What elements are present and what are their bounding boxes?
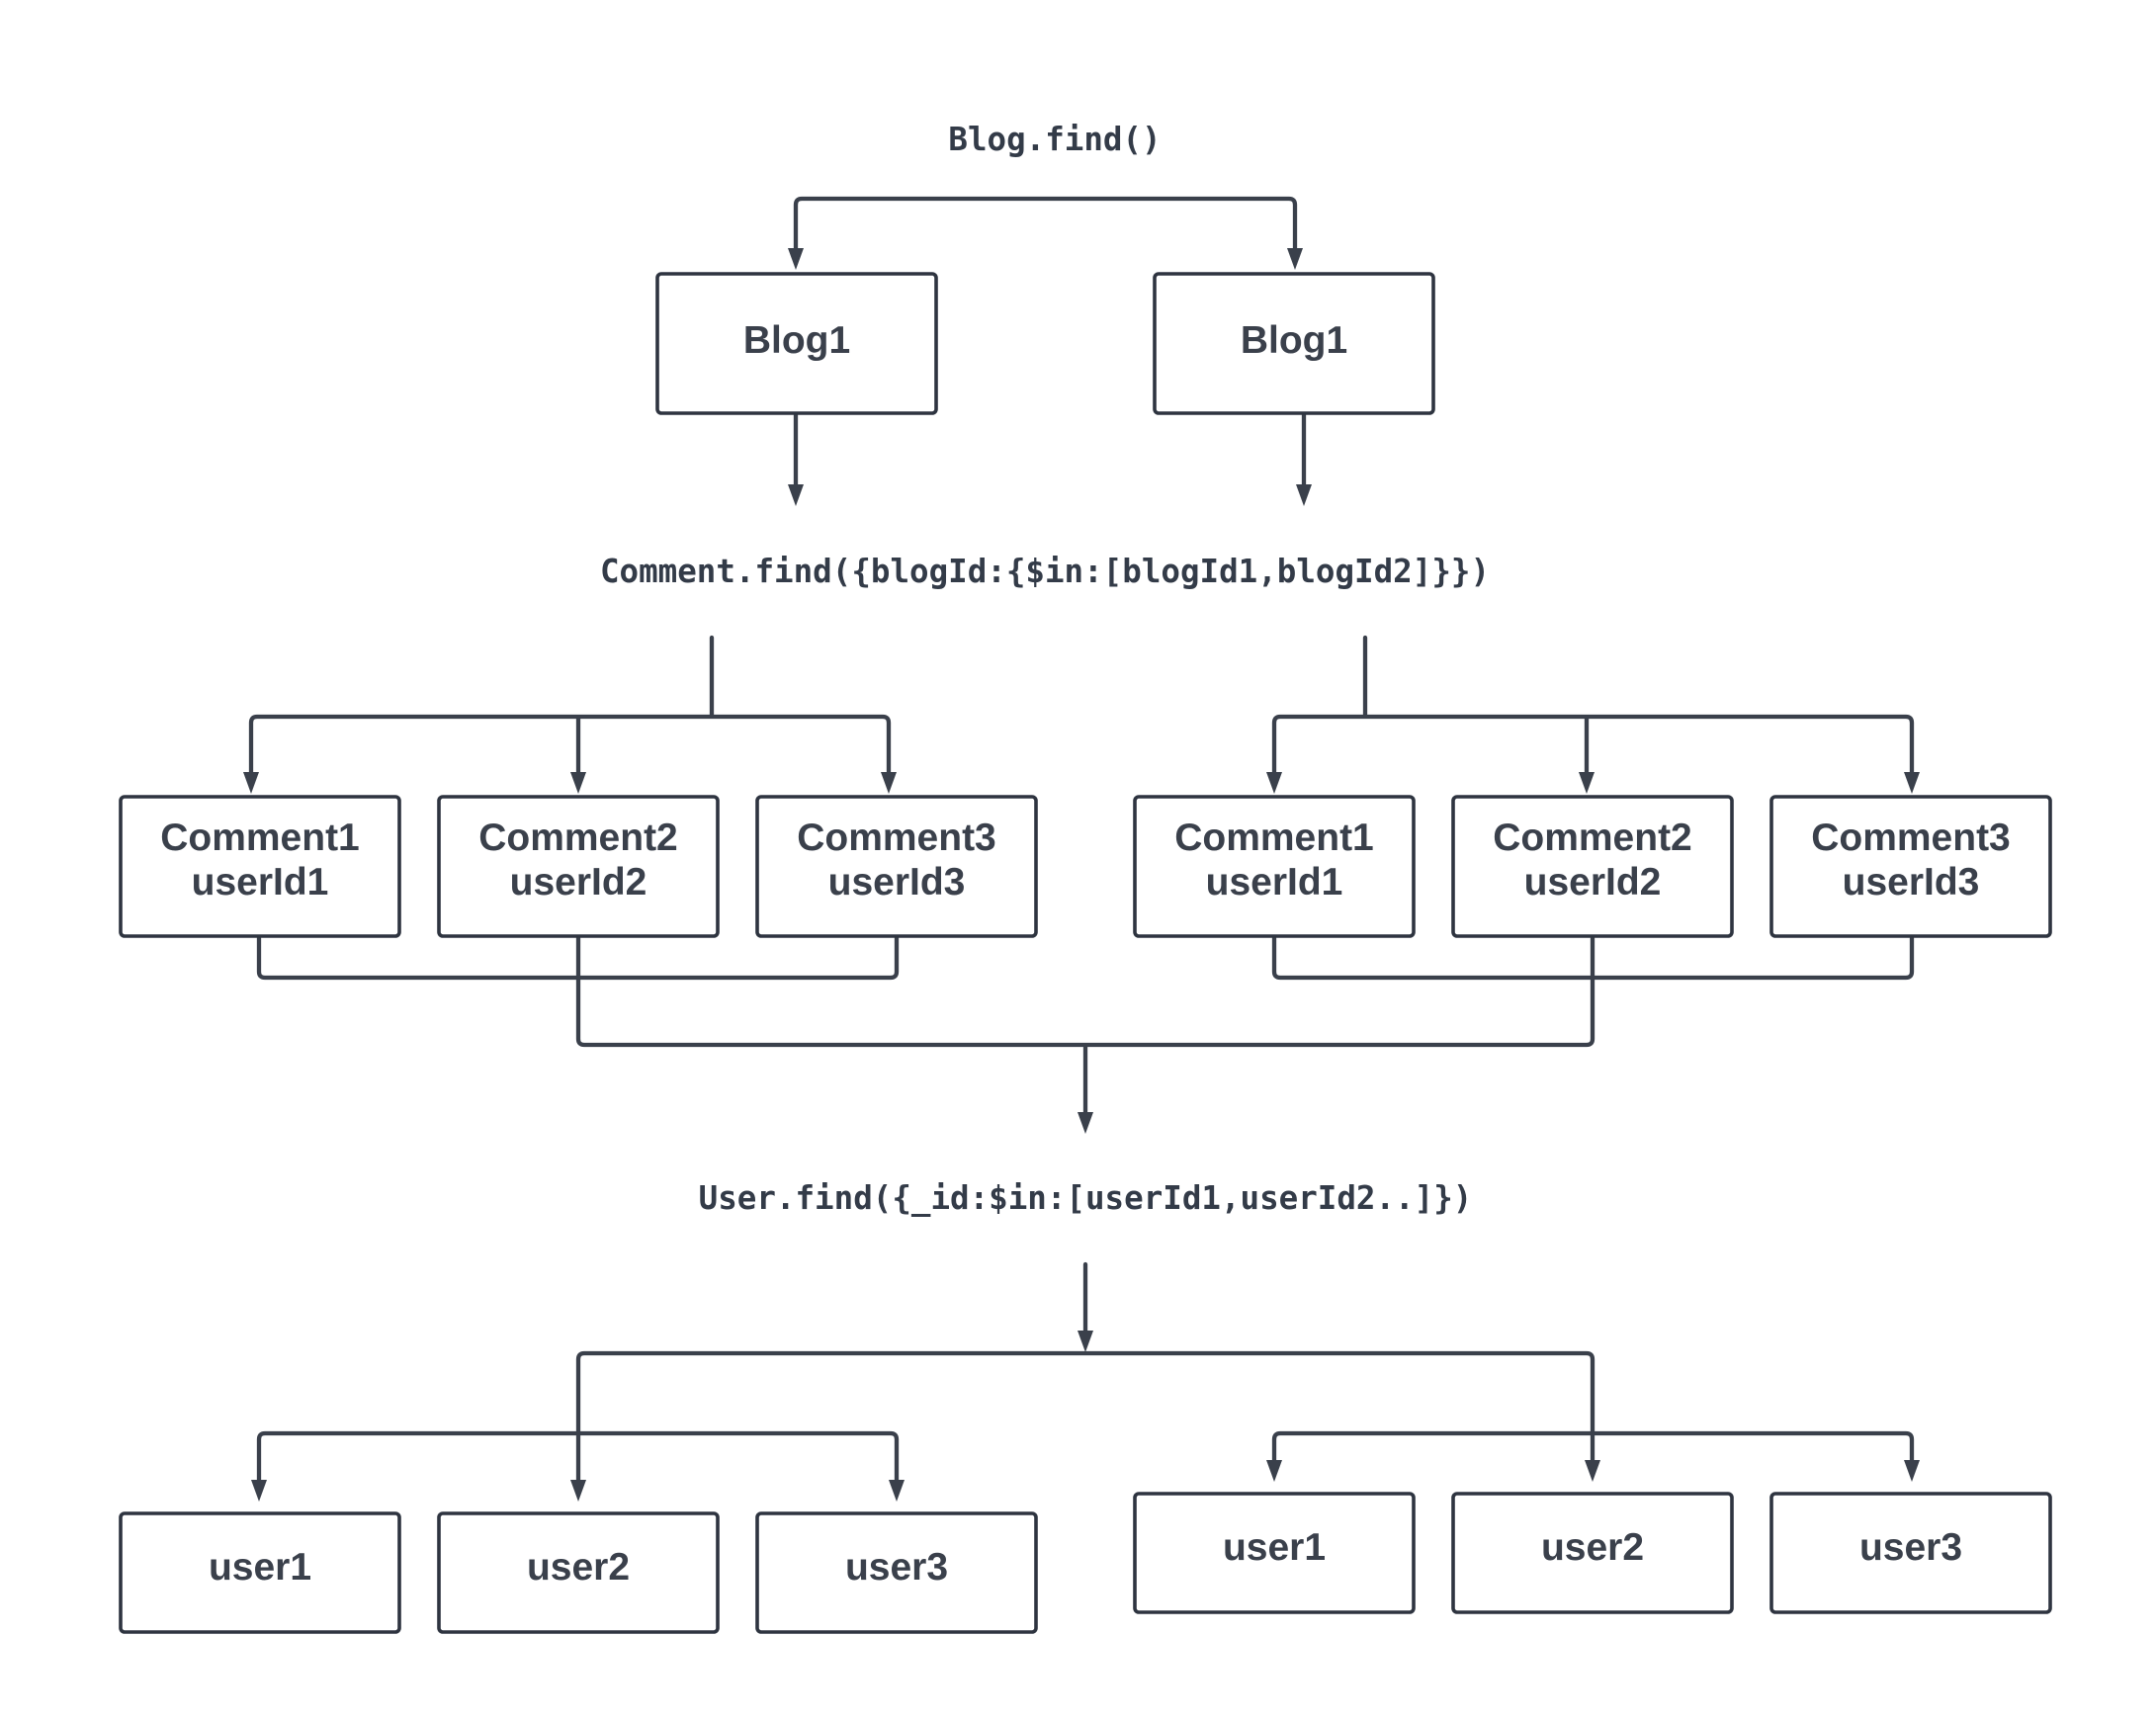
- comment-node-title: Comment1: [1174, 817, 1374, 859]
- user-node-label: user2: [527, 1546, 630, 1589]
- arrow-to-user-1: [251, 1480, 267, 1502]
- connector-users-left-split: [256, 1430, 900, 1491]
- user-node: user3: [1769, 1492, 2052, 1614]
- user-node: user2: [437, 1511, 720, 1634]
- comment-node: Comment1 userId1: [119, 795, 401, 938]
- arrow-to-blog-1: [788, 248, 804, 270]
- user-node-label: user3: [845, 1546, 948, 1589]
- arrow-to-comment-3: [881, 772, 897, 794]
- user-node-label: user2: [1541, 1526, 1644, 1569]
- arrowheads: [243, 248, 1920, 1502]
- comment-node-userid: userId3: [828, 861, 966, 904]
- comment-node: Comment2 userId2: [437, 795, 720, 938]
- arrow-to-userfind: [1078, 1112, 1093, 1134]
- comment-node-title: Comment3: [797, 817, 996, 859]
- blog-node-label: Blog1: [743, 319, 850, 362]
- user-node: user2: [1451, 1492, 1734, 1614]
- comment-node: Comment1 userId1: [1133, 795, 1416, 938]
- comment-node-userid: userId1: [1206, 861, 1343, 904]
- connector-commentfind-left-split: [248, 635, 892, 785]
- arrow-to-comment-1: [243, 772, 259, 794]
- comment-node-userid: userId2: [1524, 861, 1662, 904]
- comment-node: Comment3 userId3: [755, 795, 1038, 938]
- arrow-blog2-down: [1296, 484, 1312, 506]
- arrow-to-comment-5: [1579, 772, 1595, 794]
- comment-node: Comment2 userId2: [1451, 795, 1734, 938]
- blog-find-query: Blog.find(): [948, 121, 1161, 158]
- connector-userfind-split: [575, 1261, 1595, 1491]
- blog-node: Blog1: [655, 272, 938, 415]
- arrow-to-comment-2: [570, 772, 586, 794]
- arrow-userfind-split: [1078, 1331, 1093, 1352]
- comment-node-title: Comment2: [1493, 817, 1692, 859]
- user-node: user3: [755, 1511, 1038, 1634]
- arrow-blog1-down: [788, 484, 804, 506]
- connector-comments-to-userfind: [575, 935, 1595, 1125]
- user-node-label: user1: [1223, 1526, 1326, 1569]
- user-node-label: user1: [209, 1546, 311, 1589]
- user-find-query: User.find({_id:$in:[userId1,userId2..]}): [699, 1179, 1473, 1217]
- comment-node-userid: userId1: [192, 861, 329, 904]
- comment-node-title: Comment3: [1811, 817, 2011, 859]
- blog-node: Blog1: [1153, 272, 1435, 415]
- comment-find-query: Comment.find({blogId:{$in:[blogId1,blogI…: [600, 553, 1490, 590]
- comment-node-userid: userId2: [510, 861, 647, 904]
- arrow-to-comment-4: [1266, 772, 1282, 794]
- arrow-to-user-4: [1266, 1460, 1282, 1482]
- connector-commentfind-right-split: [1271, 635, 1915, 785]
- user-node: user1: [1133, 1492, 1416, 1614]
- blog-node-label: Blog1: [1241, 319, 1347, 362]
- comment-node: Comment3 userId3: [1769, 795, 2052, 938]
- connector-users-right-split: [1271, 1430, 1915, 1471]
- arrow-to-comment-6: [1904, 772, 1920, 794]
- comment-node-title: Comment1: [160, 817, 360, 859]
- user-node-label: user3: [1859, 1526, 1962, 1569]
- comment-node-userid: userId3: [1843, 861, 1980, 904]
- arrow-to-blog-2: [1287, 248, 1303, 270]
- arrow-to-user-6: [1904, 1460, 1920, 1482]
- connector-blogfind-to-blogs: [793, 196, 1298, 261]
- arrow-to-user-5: [1585, 1460, 1600, 1482]
- arrow-to-user-2: [570, 1480, 586, 1502]
- arrow-to-user-3: [889, 1480, 905, 1502]
- comment-node-title: Comment2: [478, 817, 678, 859]
- user-node: user1: [119, 1511, 401, 1634]
